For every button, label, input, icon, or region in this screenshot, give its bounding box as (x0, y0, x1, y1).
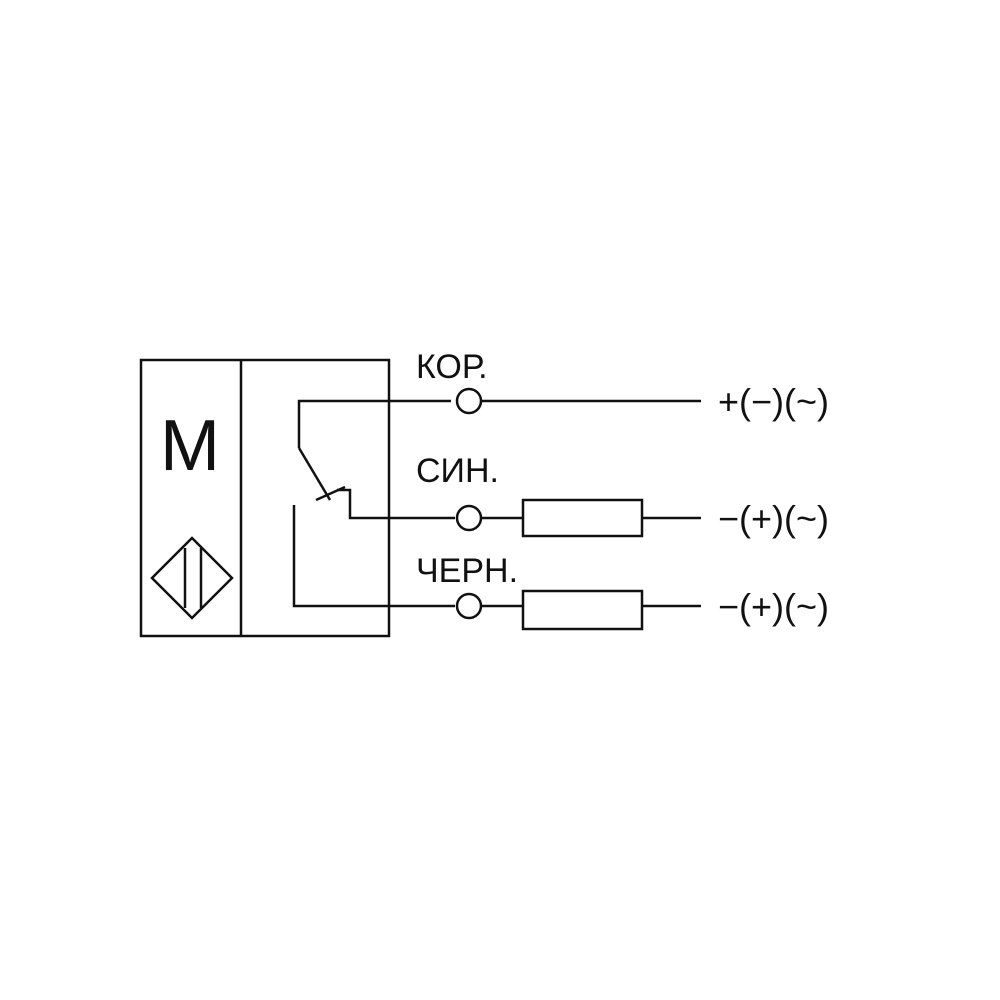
switch-blade (297, 447, 332, 501)
switch-black-lead (292, 505, 455, 608)
switch-blue-lead (337, 488, 455, 520)
wire-blue: СИН. −(+)(~) (416, 452, 829, 539)
sensor-symbol-icon (150, 536, 234, 620)
switch-top-lead (297, 399, 451, 448)
wire-brown: КОР. +(−)(~) (416, 348, 829, 422)
wire-label-blue: СИН. (416, 452, 499, 490)
wire-label-black: ЧЕРН. (416, 552, 518, 590)
wire-label-brown: КОР. (416, 348, 488, 386)
terminal-circle (455, 592, 483, 620)
sensor-housing (139, 358, 391, 638)
terminal-label-brown: +(−)(~) (718, 381, 829, 422)
diamond-shape (150, 536, 234, 620)
terminal-label-blue: −(+)(~) (718, 498, 829, 539)
wire-black: ЧЕРН. −(+)(~) (416, 552, 829, 631)
terminal-label-black: −(+)(~) (718, 586, 829, 627)
load-resistor (521, 498, 644, 538)
sensor-type-letter: M (160, 406, 220, 486)
terminal-circle (455, 387, 483, 415)
housing-outline (139, 358, 391, 638)
load-resistor (521, 589, 644, 631)
terminal-circle (455, 504, 483, 532)
switch-contact (292, 399, 455, 608)
